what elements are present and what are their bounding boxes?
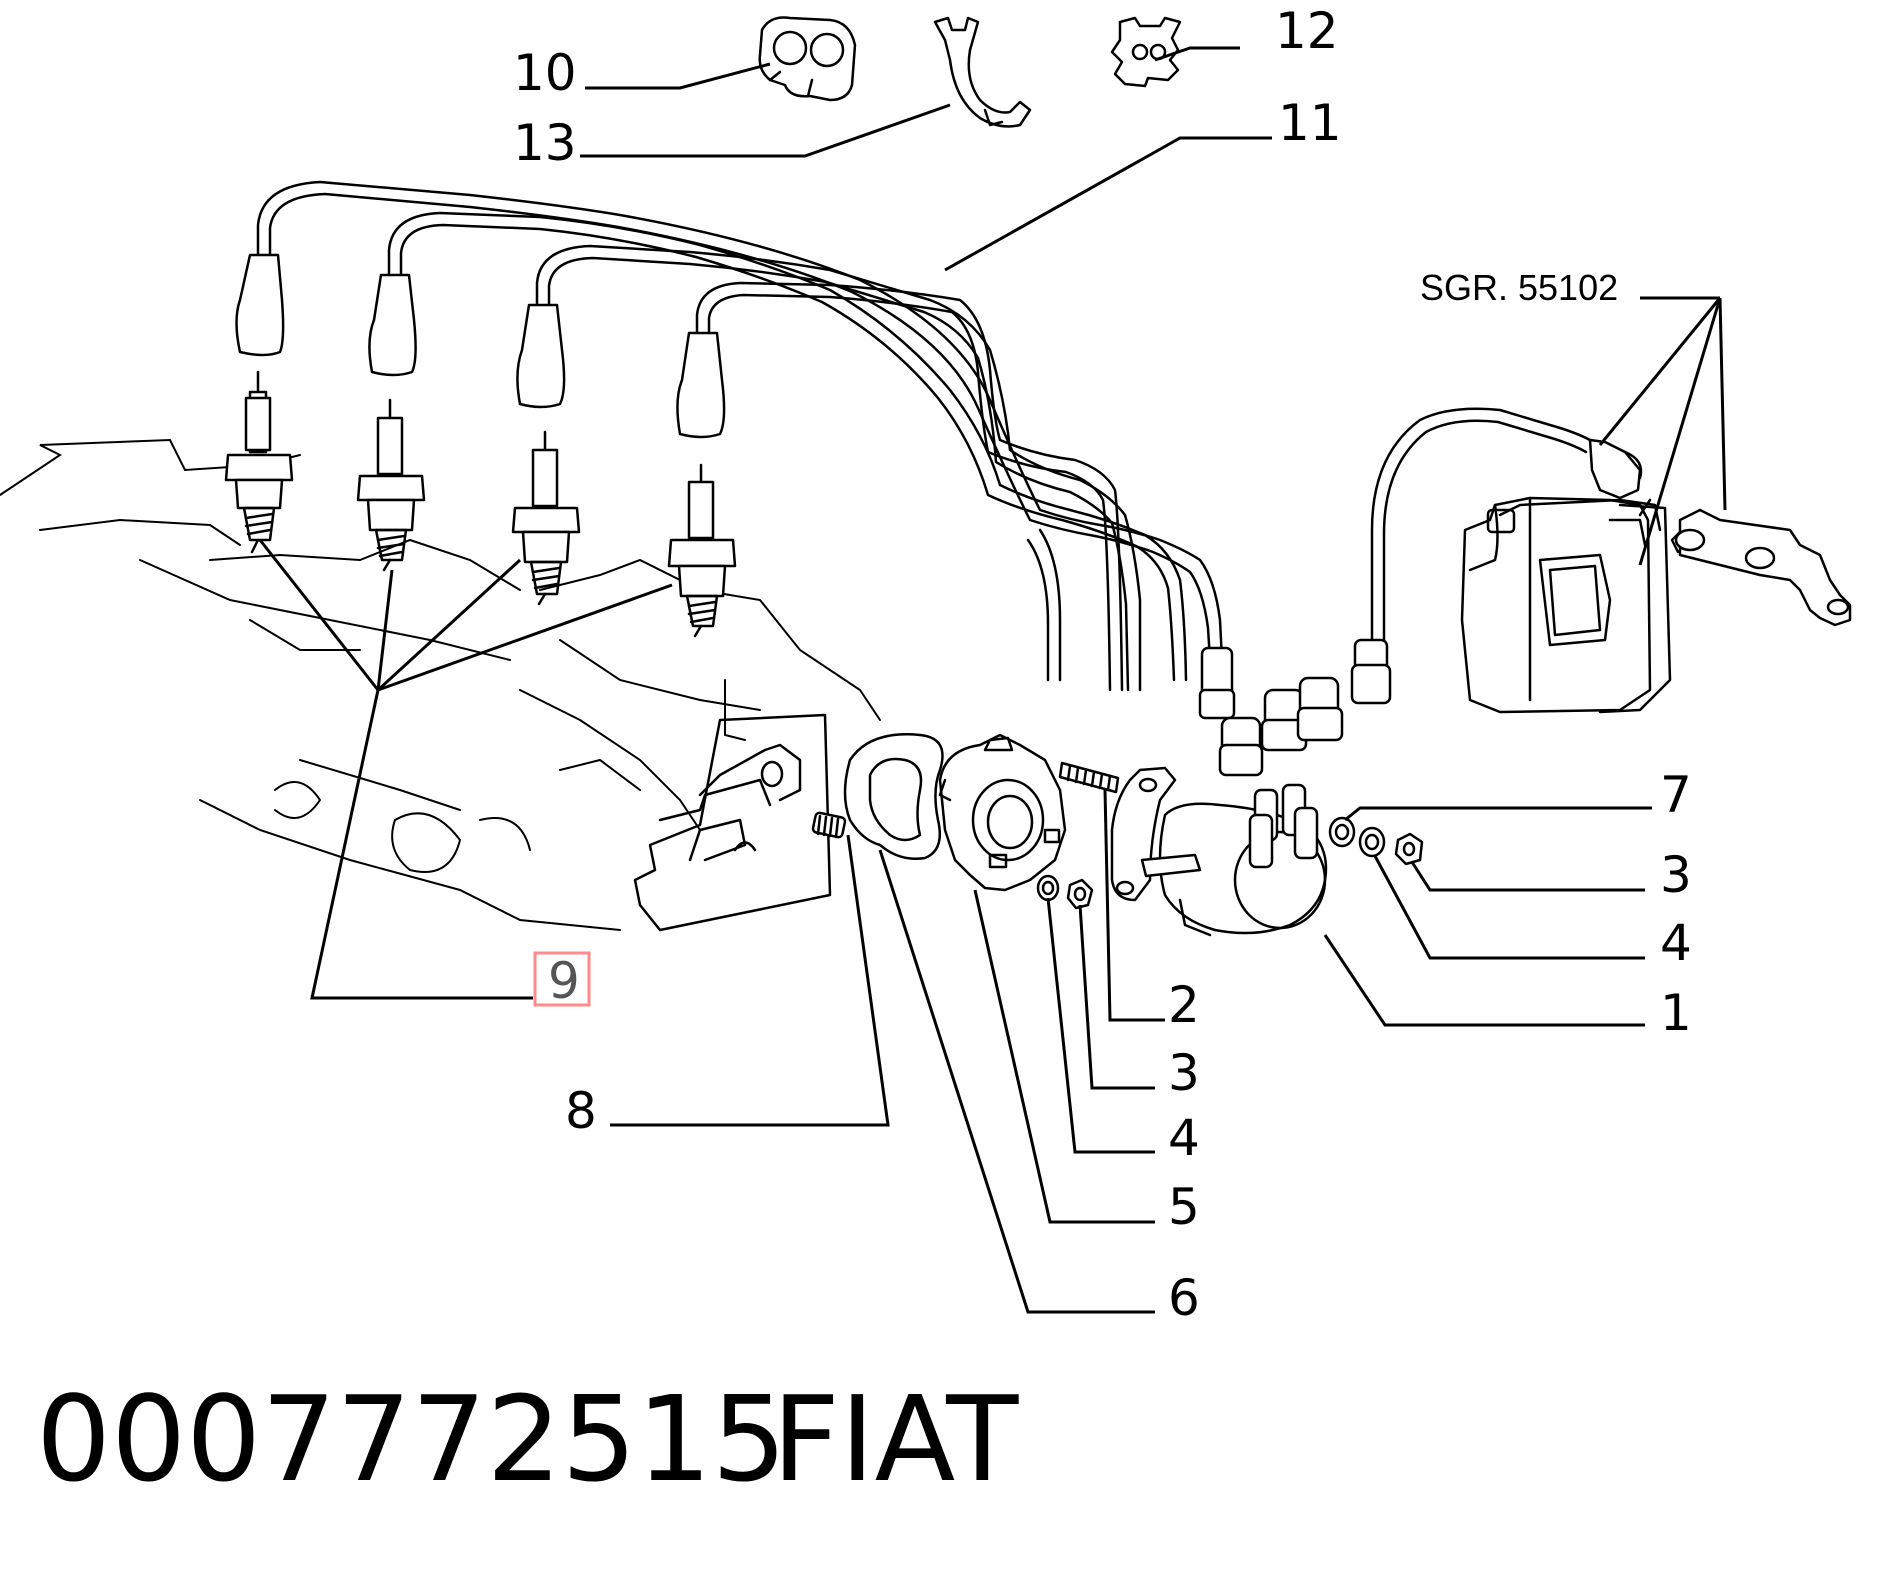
gasket-6 (843, 733, 944, 860)
highlight-box (533, 951, 591, 1007)
callout-12: 12 (1275, 2, 1339, 60)
leader-lines (258, 46, 1727, 1314)
spark-plugs (224, 370, 737, 638)
washer-nut-lower (1036, 874, 1094, 910)
flange-5 (938, 733, 1067, 892)
spark-plug-3 (511, 430, 581, 606)
spark-plug-4 (667, 463, 737, 638)
reference-sgr: SGR. 55102 (1420, 267, 1618, 308)
callout-4-right: 4 (1660, 914, 1692, 972)
engine-block (0, 438, 881, 932)
callout-7: 7 (1660, 766, 1692, 824)
wire-bracket-13 (933, 16, 1032, 128)
callout-10: 10 (513, 44, 577, 102)
callout-11: 11 (1278, 94, 1342, 152)
callout-4-lower: 4 (1168, 1109, 1200, 1167)
stud-2 (1058, 761, 1120, 794)
callout-3-lower: 3 (1168, 1044, 1200, 1102)
spark-plug-2 (356, 398, 426, 572)
brand-name: FIAT (772, 1370, 1019, 1508)
callout-13: 13 (513, 114, 577, 172)
callout-5: 5 (1168, 1178, 1200, 1236)
callout-9: 9 (548, 952, 580, 1010)
ignition-coil-assembly (1350, 407, 1852, 714)
callout-2: 2 (1168, 976, 1200, 1034)
callout-3-right: 3 (1660, 846, 1692, 904)
washers-right (1328, 816, 1424, 866)
stud-8 (811, 811, 847, 839)
callout-6: 6 (1168, 1269, 1200, 1327)
distributor-1 (1110, 766, 1328, 937)
callout-8: 8 (565, 1082, 597, 1140)
spark-plug-1 (224, 370, 294, 554)
callout-1: 1 (1660, 984, 1692, 1042)
ignition-wire-set (256, 180, 1344, 777)
spark-plug-caps (235, 253, 726, 439)
wire-clip-10 (758, 16, 857, 102)
callout-labels: 10 13 12 11 SGR. 55102 7 3 4 1 2 3 4 5 6… (513, 2, 1692, 1327)
wire-boots-distributor (1198, 646, 1344, 777)
footer: 0007772515 FIAT (36, 1370, 1019, 1508)
wire-separator-12 (1110, 16, 1182, 88)
part-number: 0007772515 (36, 1370, 787, 1508)
